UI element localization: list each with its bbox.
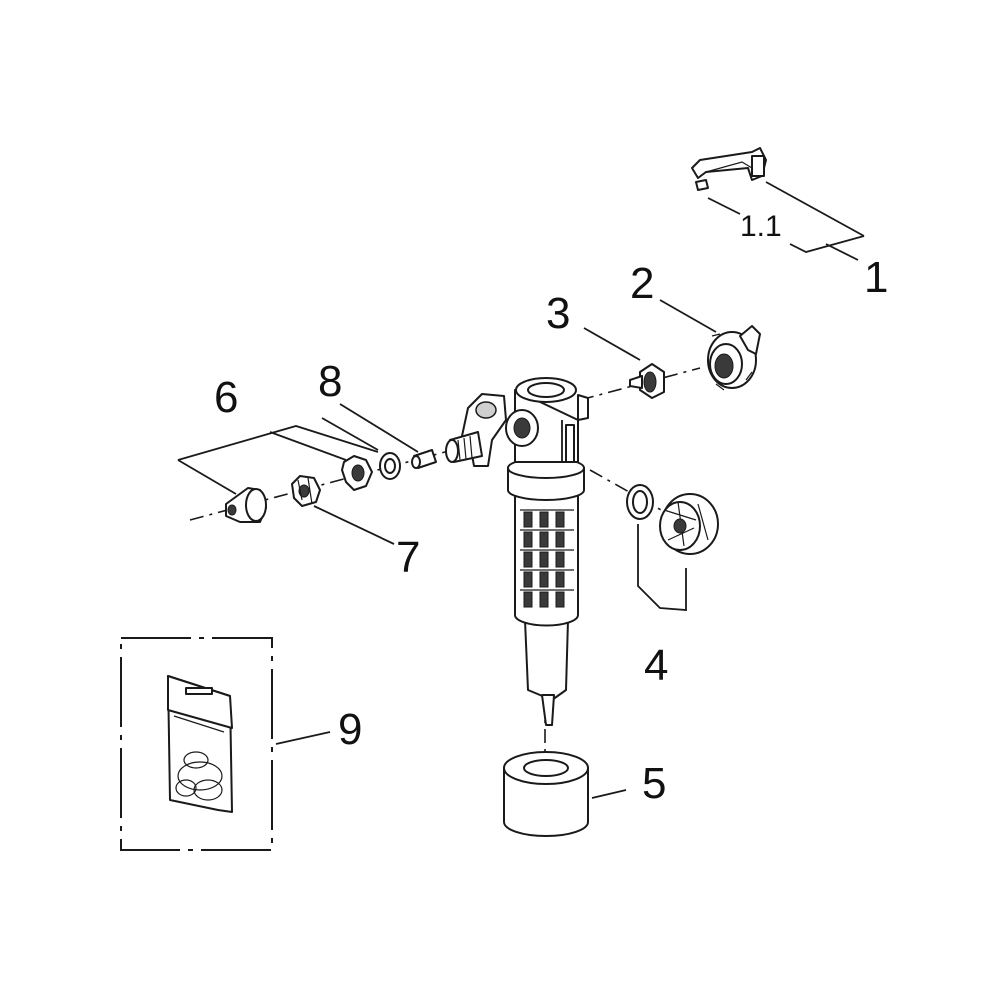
part-2-cap-nut: [707, 325, 761, 391]
label-part-1: 1: [864, 253, 888, 302]
part-labels: 1 1.1 2 3 4 5 6 7 8 9: [214, 210, 888, 808]
fill-valve-body: [445, 377, 589, 726]
part-1-1-lever-clip: [691, 147, 767, 191]
label-part-3: 3: [546, 289, 570, 338]
alignment-axes: [189, 367, 701, 765]
part-6-cone-seal: [225, 487, 267, 523]
part-9-seal-kit: [120, 637, 273, 851]
part-3-valve-insert: [629, 363, 665, 399]
label-part-1-1: 1.1: [740, 210, 782, 243]
label-part-9: 9: [338, 705, 362, 754]
label-part-8: 8: [318, 357, 342, 406]
part-6-washer: [379, 452, 401, 480]
label-part-5: 5: [642, 759, 666, 808]
part-6-hex-nut: [341, 455, 373, 491]
part-8-inlet-nipple: [411, 449, 437, 469]
label-part-2: 2: [630, 259, 654, 308]
part-7-knurled-nut: [291, 475, 321, 507]
part-5-filter-sleeve: [503, 751, 589, 837]
label-part-7: 7: [396, 533, 420, 582]
label-part-6: 6: [214, 373, 238, 422]
label-part-4: 4: [644, 641, 668, 690]
leader-lines: [177, 181, 865, 799]
part-4-seal-and-float: [626, 484, 719, 555]
